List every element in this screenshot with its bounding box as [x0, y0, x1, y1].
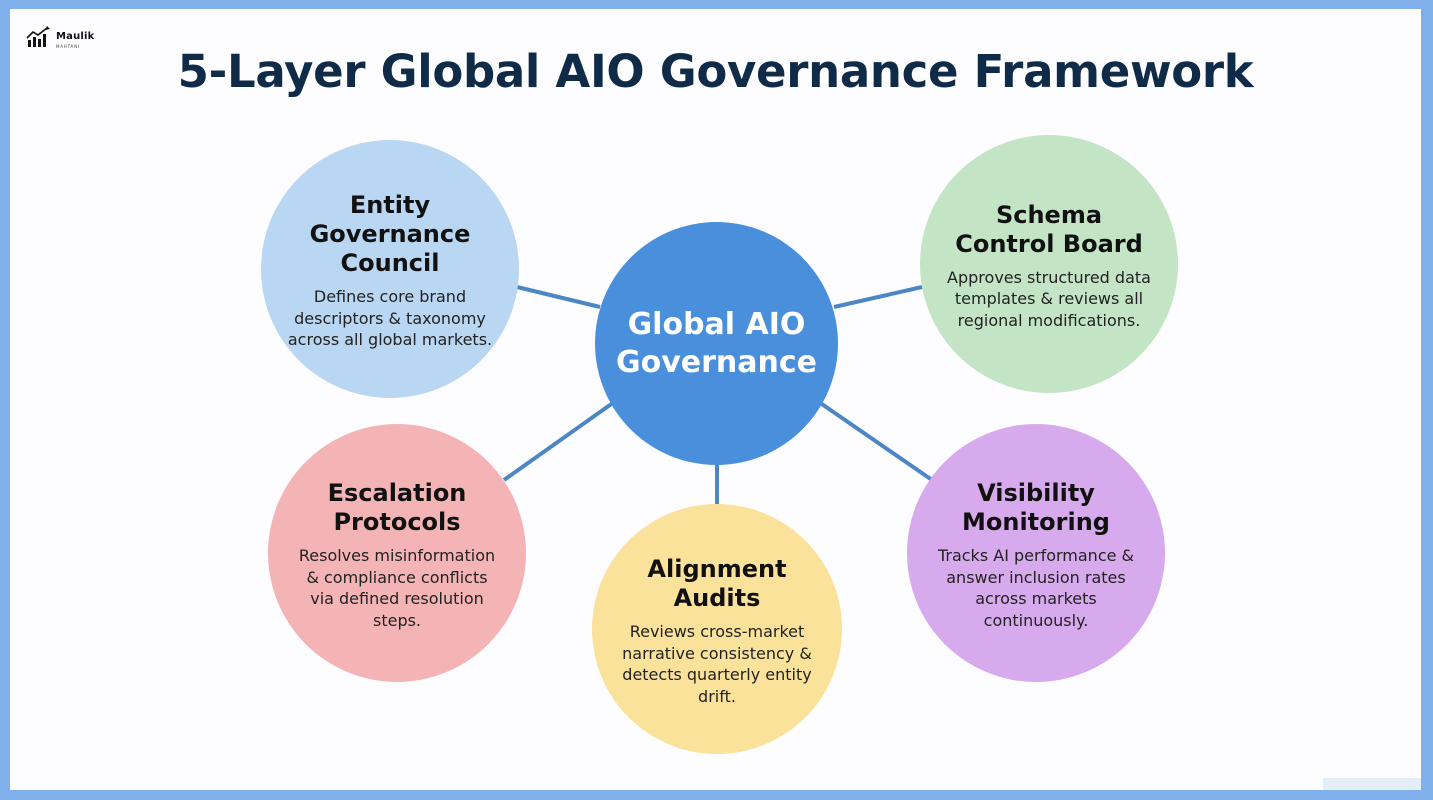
node-title: Entity Governance Council [309, 191, 471, 278]
brand-logo: Maulik MAHTANI [26, 23, 106, 57]
node-schema-control: Schema Control Board Approves structured… [920, 135, 1178, 393]
node-title: Alignment Audits [647, 555, 787, 612]
node-title: Visibility Monitoring [962, 479, 1110, 536]
page-title: 5-Layer Global AIO Governance Framework [177, 45, 1254, 98]
logo-name: Maulik [56, 31, 95, 42]
connector-entity [516, 285, 601, 309]
node-entity-governance: Entity Governance Council Defines core b… [261, 140, 519, 398]
node-description: Reviews cross-market narrative consisten… [622, 622, 812, 706]
corner-strip [1323, 778, 1421, 790]
diagram-canvas: Maulik MAHTANI 5-Layer Global AIO Govern… [10, 9, 1421, 790]
center-node-label: Global AIO Governance [615, 306, 818, 380]
node-description: Resolves misinformation & compliance con… [298, 546, 496, 630]
connector-visibility [814, 398, 934, 482]
logo-subtext: MAHTANI [56, 44, 80, 49]
connector-escalation [502, 398, 619, 482]
node-description: Defines core brand descriptors & taxonom… [287, 287, 493, 350]
node-description: Tracks AI performance & answer inclusion… [937, 546, 1135, 630]
node-alignment-audits: Alignment Audits Reviews cross-market na… [592, 504, 842, 754]
connector-schema [833, 285, 923, 309]
center-node: Global AIO Governance [595, 222, 838, 465]
growth-chart-icon [26, 26, 50, 47]
connector-lines [502, 285, 934, 506]
node-title: Escalation Protocols [327, 479, 467, 536]
node-visibility-monitoring: Visibility Monitoring Tracks AI performa… [907, 424, 1165, 682]
node-escalation-protocols: Escalation Protocols Resolves misinforma… [268, 424, 526, 682]
node-title: Schema Control Board [955, 200, 1143, 258]
node-description: Approves structured data templates & rev… [947, 267, 1151, 330]
